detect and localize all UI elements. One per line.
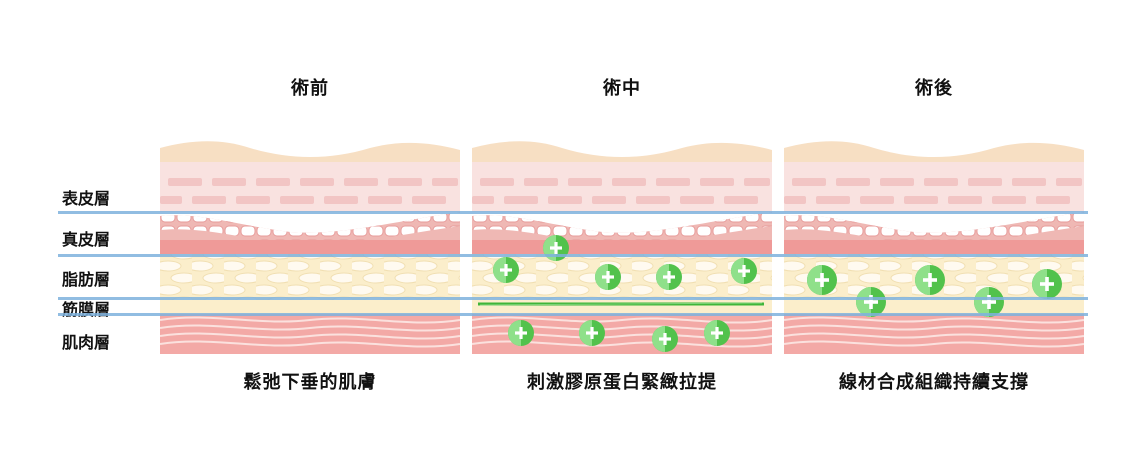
- layer-label-fat: 脂肪層: [62, 270, 111, 289]
- caption-during: 刺激膠原蛋白緊緻拉提: [527, 372, 717, 393]
- column-title-before: 術前: [291, 78, 329, 99]
- guide-line-epidermis-dermis: [58, 211, 1088, 214]
- caption-after: 線材合成組織持續支撐: [839, 372, 1029, 393]
- column-title-after: 術後: [915, 78, 953, 99]
- column-title-during: 術中: [603, 78, 641, 99]
- fascia-layer: [160, 300, 460, 314]
- layer-label-muscle: 肌肉層: [62, 333, 111, 352]
- layer-label-epidermis: 表皮層: [62, 189, 111, 208]
- layer-label-dermis: 真皮層: [62, 230, 111, 249]
- skin-panel-before: [160, 141, 460, 354]
- skin-panel-after: [784, 141, 1084, 354]
- skin-panel-during: [472, 141, 772, 354]
- caption-before: 鬆弛下垂的肌膚: [243, 372, 377, 393]
- surface-layer: [160, 141, 460, 162]
- guide-line-dermis-fat: [58, 254, 1088, 257]
- guide-line-fascia-muscle: [58, 313, 1088, 316]
- epidermis-layer: [160, 162, 460, 212]
- guide-line-fat-fascia: [58, 297, 1088, 300]
